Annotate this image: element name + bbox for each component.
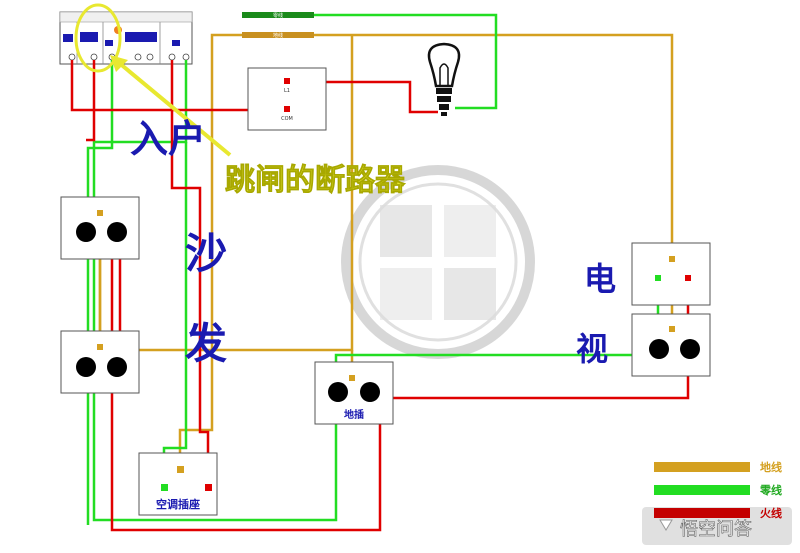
breaker-panel xyxy=(59,11,193,65)
legend-label-neutral: 零线 xyxy=(759,483,782,497)
bus-bar-earth xyxy=(242,32,314,38)
floor-socket-label: 地插 xyxy=(344,408,364,421)
light-bulb-icon xyxy=(427,42,461,116)
switch-com-label: COM xyxy=(281,116,293,122)
floor-socket: 地插 xyxy=(314,361,394,425)
living-room-label: 入户 xyxy=(130,116,206,161)
sofa-label: 沙 xyxy=(185,229,227,278)
watermark-text: 悟空问答 xyxy=(680,519,752,540)
tv-label: 电 xyxy=(584,260,616,298)
legend: 地线 零线 火线 xyxy=(654,460,782,520)
bus-bar-earth-label: 地线 xyxy=(273,32,283,39)
ac-socket: 空调插座 xyxy=(138,452,218,516)
legend-label-live: 火线 xyxy=(760,506,782,520)
legend-swatch-neutral xyxy=(654,485,750,495)
legend-swatch-live xyxy=(654,508,750,518)
bus-bar-neutral-label: 零线 xyxy=(273,12,283,19)
tv-label-2: 视 xyxy=(576,330,608,368)
switch-l1-label: L1 xyxy=(284,88,290,94)
tripped-breaker-annotation xyxy=(74,3,232,157)
socket-left-2 xyxy=(60,330,140,394)
socket-left-1 xyxy=(60,196,140,260)
bus-bar-neutral xyxy=(242,12,314,18)
ac-socket-label: 空调插座 xyxy=(156,497,200,511)
legend-label-earth: 地线 xyxy=(760,460,782,474)
neutral-wires xyxy=(86,13,660,525)
legend-swatch-earth xyxy=(654,462,750,472)
earth-wires xyxy=(98,33,674,470)
sofa-label-2: 发 xyxy=(185,319,227,368)
light-switch: L1 COM xyxy=(247,67,327,131)
tv-socket-bottom xyxy=(631,313,711,377)
watermark: 悟空问答 xyxy=(642,507,792,545)
tripped-breaker-label: 跳闸的断路器 xyxy=(225,163,406,198)
tv-socket-top xyxy=(631,242,711,306)
